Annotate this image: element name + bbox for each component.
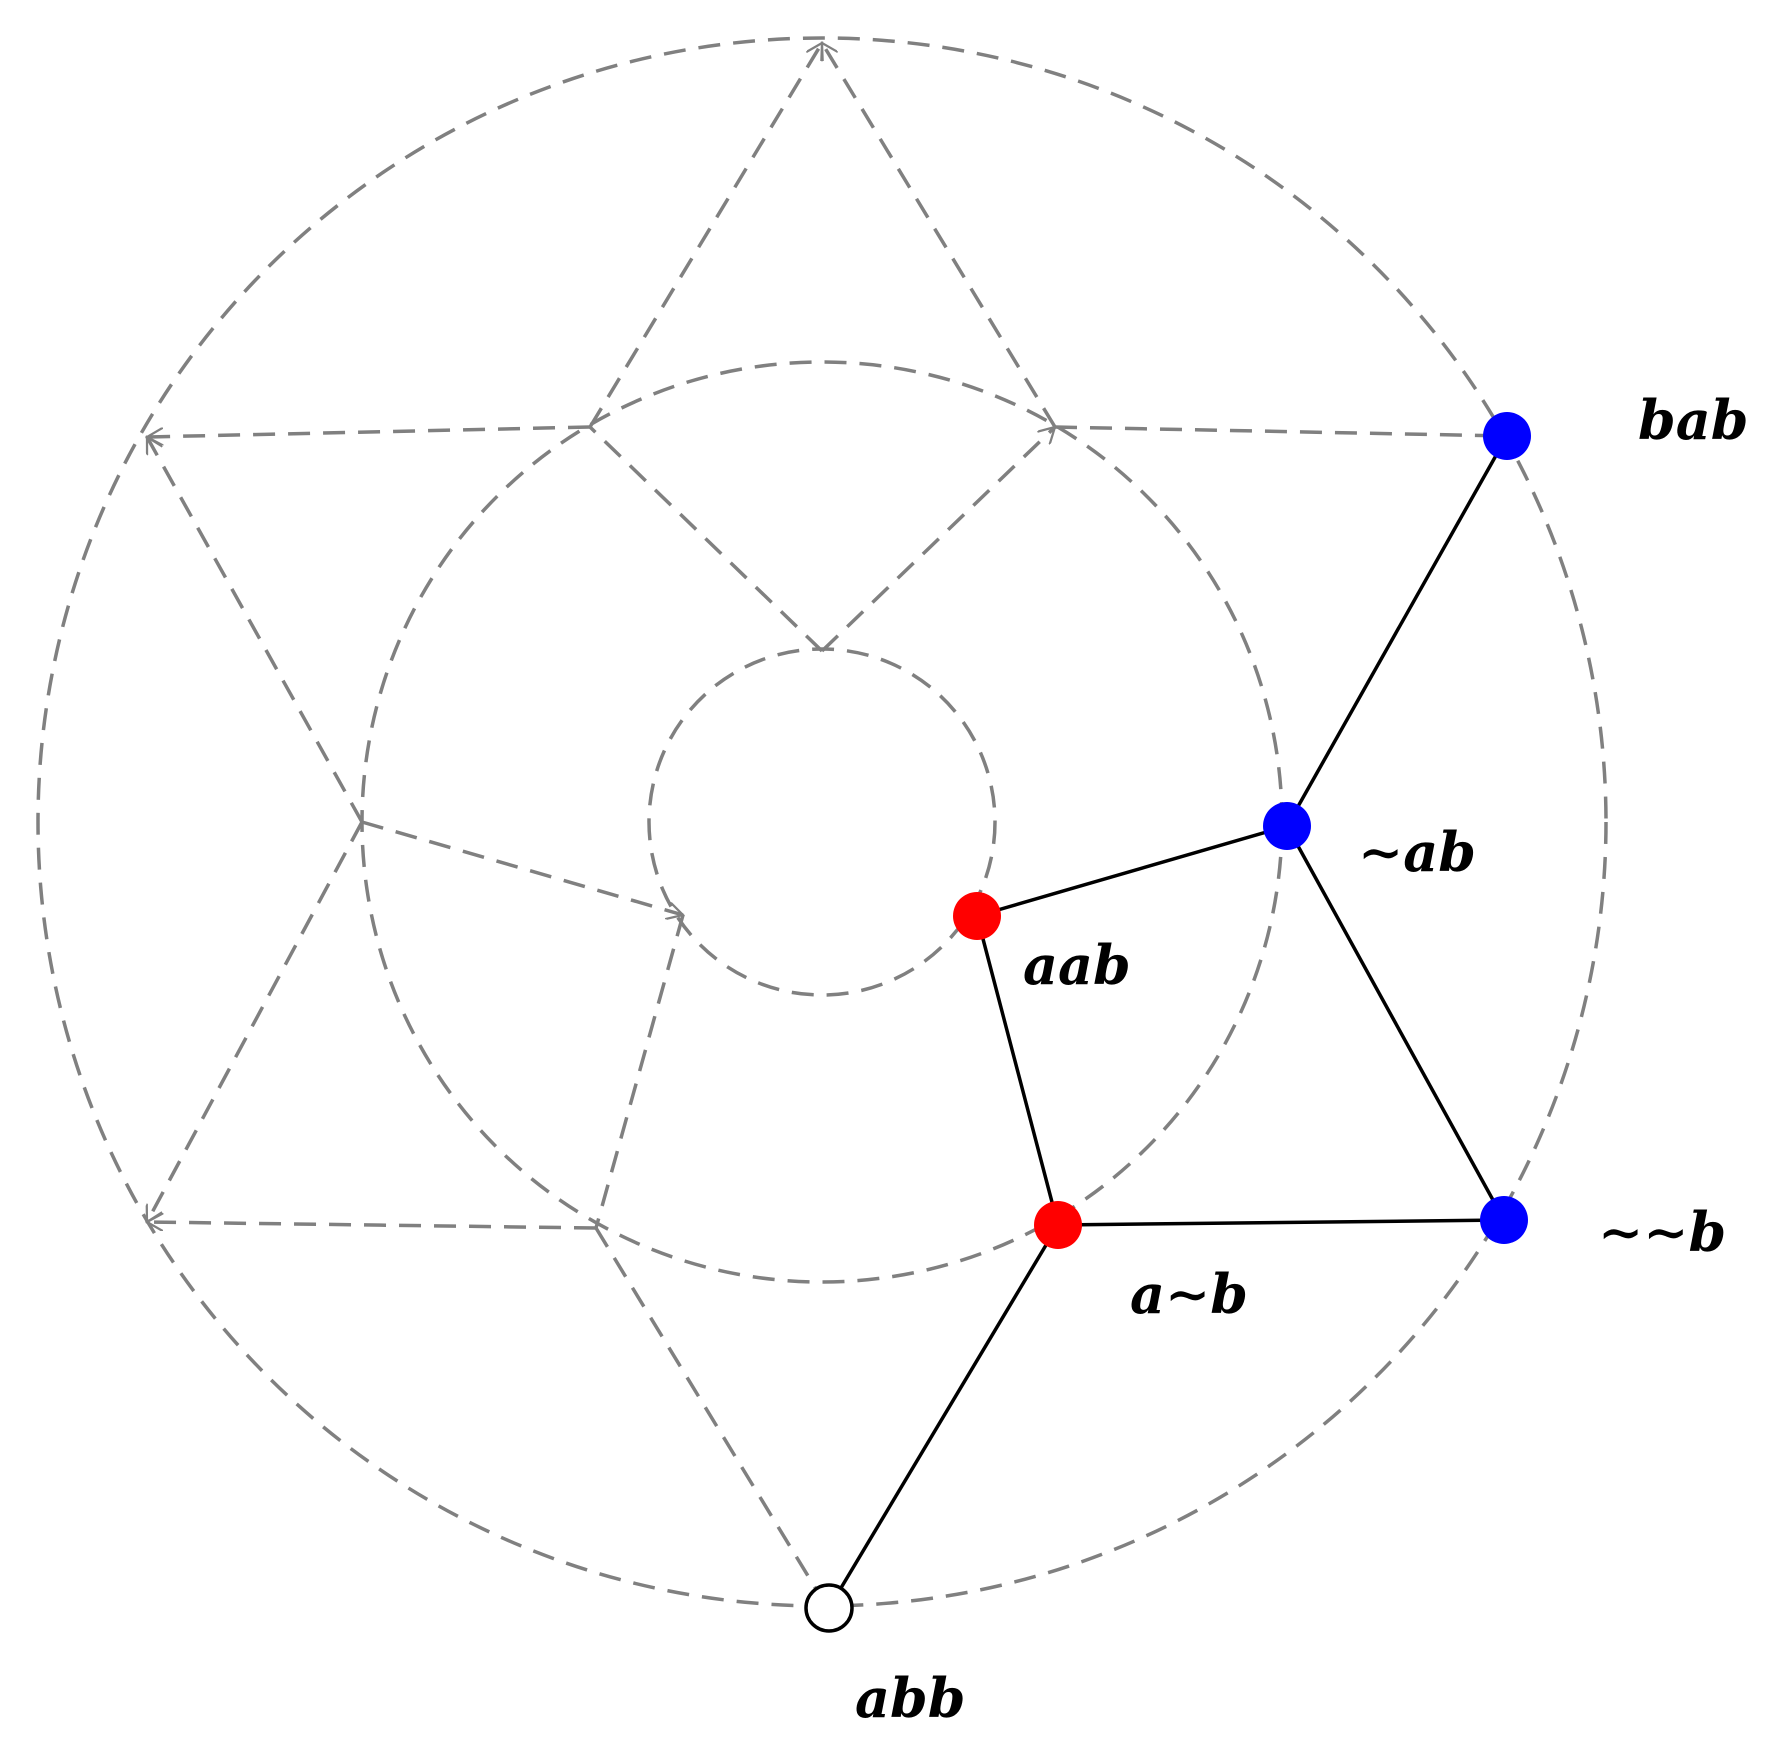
guide-arrow-bottom-left (147, 1222, 597, 1228)
guide-arrow-inner-to-bottom (594, 914, 685, 1229)
node-bab[interactable] (1483, 412, 1531, 460)
node-layer (804, 412, 1531, 1633)
label-layer: bab ∼ab ∼∼b aab a∼b abb (855, 388, 1749, 1730)
node-atb[interactable] (1034, 1201, 1082, 1249)
guide-arrow-to-inner-right (820, 427, 1055, 653)
node-label-tab: ∼ab (1358, 820, 1476, 884)
guide-arrow-left-lower (145, 821, 364, 1222)
guide-arrow-right-upper (1054, 425, 1508, 438)
node-label-bab: bab (1638, 388, 1749, 452)
guide-arrow-top-right (820, 43, 1057, 428)
guide-circle-middle (360, 360, 1284, 1284)
node-label-aab: aab (1023, 933, 1131, 997)
guide-arrow-to-inner-left (588, 425, 824, 653)
node-label-abb: abb (855, 1666, 966, 1730)
guide-circle-inner (647, 647, 997, 997)
guide-arrow-left-side (145, 437, 364, 823)
node-ttb[interactable] (1480, 1196, 1528, 1244)
node-tab[interactable] (1263, 802, 1311, 850)
edge-atb-ttb (1057, 1218, 1505, 1227)
node-label-atb: a∼b (1130, 1262, 1248, 1326)
guide-arrow-top-left (588, 43, 824, 428)
edge-aab-atb (975, 915, 1060, 1226)
node-aab[interactable] (953, 892, 1001, 940)
guide-arrow-left-upper (147, 425, 591, 437)
edge-tab-aab (976, 824, 1288, 918)
edge-tab-ttb (1285, 825, 1506, 1221)
edge-atb-abb (827, 1224, 1060, 1609)
node-label-ttb: ∼∼b (1598, 1200, 1726, 1264)
guide-arrow-bottom (594, 1227, 832, 1613)
node-abb[interactable] (804, 1583, 854, 1633)
guide-arrow-inner-lower (361, 820, 683, 915)
edge-bab-tab (1285, 435, 1509, 827)
edge-layer (827, 435, 1509, 1609)
